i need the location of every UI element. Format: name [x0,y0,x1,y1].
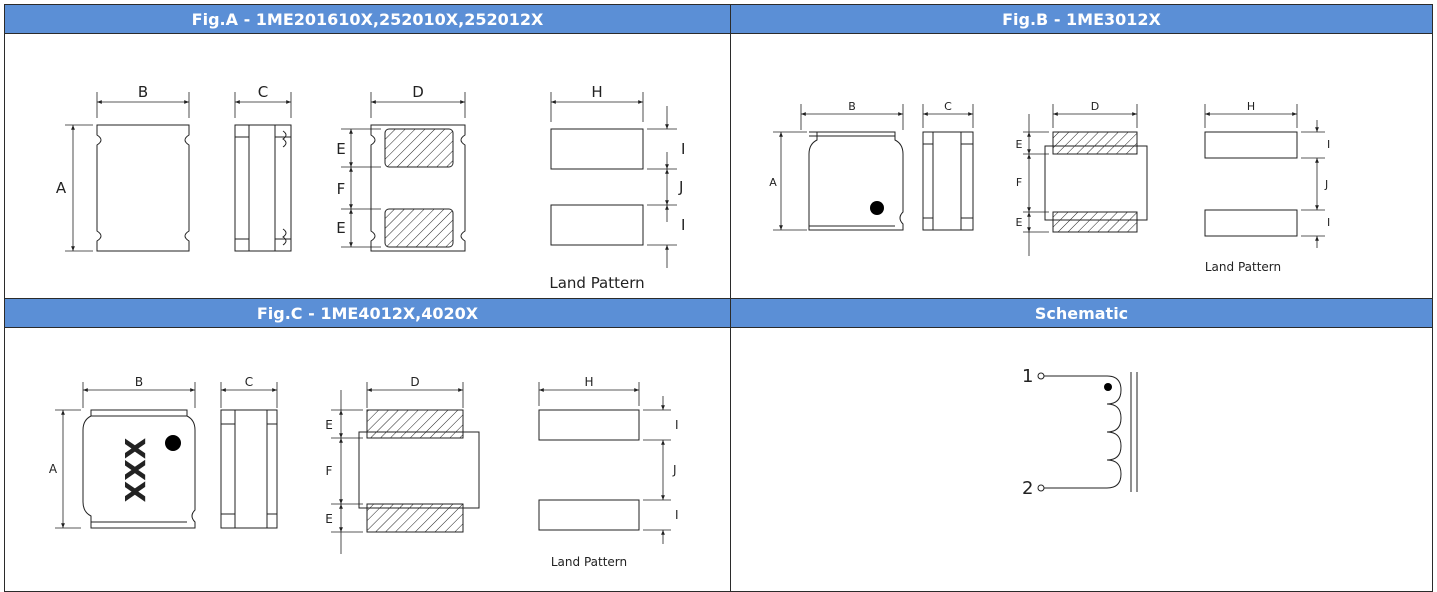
fig-b-side-view: C [922,100,974,231]
fig-a-label-c: C [258,83,268,101]
fig-a-label-i-top: I [681,140,685,158]
fig-c-marking: XXX [119,437,152,502]
fig-a-label-h: H [591,83,602,101]
fig-c-land-pattern-label: Land Pattern [551,555,627,569]
fig-c-panel: Fig.C - 1ME4012X,4020X XXX B A [4,298,731,592]
fig-b-label-i-bottom: I [1327,216,1330,229]
schematic-pin2-terminal [1037,484,1045,492]
fig-b-label-i-top: I [1327,138,1330,151]
schematic-title: Schematic [731,299,1432,328]
fig-c-bottom-view: D E F E [325,375,480,554]
fig-c-label-h: H [584,375,593,389]
fig-a-label-a: A [56,179,67,197]
fig-b-label-h: H [1247,100,1255,113]
fig-c-label-e-top: E [325,418,333,432]
schematic-drawing: 1 2 [1022,366,1138,499]
fig-c-label-j: J [672,463,677,477]
fig-b-label-f: F [1016,176,1022,189]
fig-a-panel: Fig.A - 1ME201610X,252010X,252012X B A [4,4,731,299]
schematic-pin2-label: 2 [1022,478,1033,499]
fig-c-label-e-bottom: E [325,512,333,526]
fig-a-label-d: D [412,83,424,101]
fig-a-title: Fig.A - 1ME201610X,252010X,252012X [5,5,730,34]
fig-b-label-j: J [1324,178,1328,191]
fig-c-top-view: XXX B A [49,375,196,529]
fig-a-label-e-bottom: E [336,219,345,237]
fig-b-bottom-view: D E F E [1016,100,1148,256]
fig-a-label-e-top: E [336,140,345,158]
fig-b-label-d: D [1091,100,1099,113]
fig-b-land-pattern-label: Land Pattern [1205,260,1281,274]
fig-b-label-b: B [848,100,856,113]
fig-a-top-view: B A [56,83,190,252]
fig-c-land-pattern: H I J I Land Pattern [538,375,679,569]
fig-a-label-b: B [138,83,148,101]
pin1-dot [165,435,181,451]
fig-b-drawing: B A C D [769,100,1330,274]
fig-b-panel: Fig.B - 1ME3012X B A C [730,4,1433,299]
schematic-dot [1104,383,1112,391]
fig-b-label-e-top: E [1016,138,1023,151]
fig-c-label-a: A [49,462,58,476]
schematic-panel: Schematic 1 2 [730,298,1433,592]
fig-b-land-pattern: H I J I Land Pattern [1204,100,1330,274]
fig-c-label-f: F [326,464,333,478]
fig-c-side-view: C [220,375,278,529]
fig-b-label-a: A [769,176,777,189]
fig-c-label-i-top: I [675,418,679,432]
pin1-dot [870,201,884,215]
fig-b-label-c: C [944,100,952,113]
schematic-pin1-label: 1 [1022,366,1033,387]
fig-c-label-c: C [245,375,253,389]
fig-a-land-pattern-label: Land Pattern [549,274,644,292]
fig-c-label-b: B [135,375,143,389]
fig-a-side-view: C [234,83,292,252]
fig-b-top-view: B A [769,100,904,231]
fig-b-label-e-bottom: E [1016,216,1023,229]
fig-c-title: Fig.C - 1ME4012X,4020X [5,299,730,328]
fig-a-label-i-bottom: I [681,216,685,234]
schematic-pin1-terminal [1037,372,1045,380]
fig-a-label-f: F [337,180,346,198]
fig-c-label-i-bottom: I [675,508,679,522]
fig-a-label-j: J [678,178,683,196]
fig-a-land-pattern: H I J I Land Pattern [549,83,685,292]
fig-a-drawing: B A C [56,83,686,292]
fig-c-drawing: XXX B A C [49,375,679,569]
fig-a-bottom-view: D E F E [336,83,466,252]
fig-b-title: Fig.B - 1ME3012X [731,5,1432,34]
fig-c-label-d: D [410,375,419,389]
